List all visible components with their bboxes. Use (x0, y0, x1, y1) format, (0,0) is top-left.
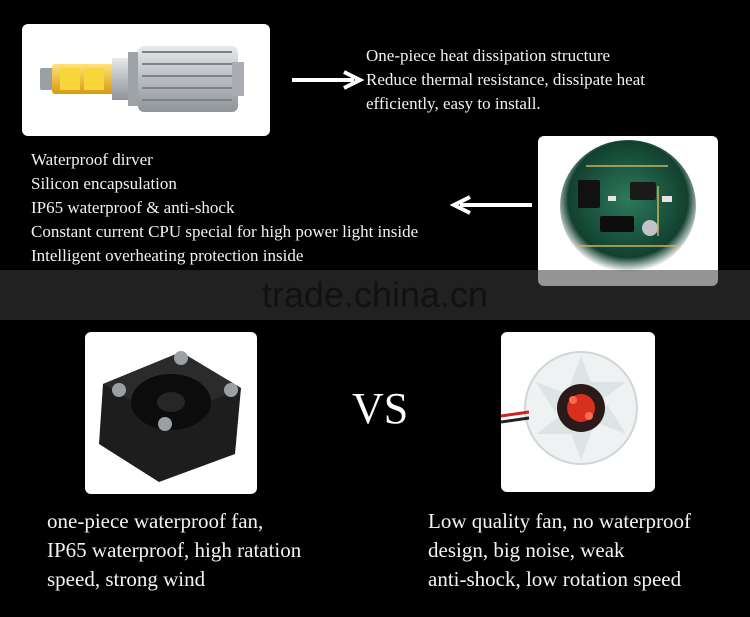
watermark-band: trade.china.cn (0, 270, 750, 320)
low-quality-fan-caption: Low quality fan, no waterproof design, b… (428, 507, 691, 594)
vs-label: VS (352, 384, 409, 433)
driver-features-text: Waterproof dirver Silicon encapsulation … (31, 148, 418, 268)
caption-line: one-piece waterproof fan, (47, 509, 264, 533)
watermark-text: trade.china.cn (261, 274, 489, 315)
led-bulb-illustration (40, 46, 244, 112)
driver-pcb-image (538, 136, 718, 286)
feature-line: Reduce thermal resistance, dissipate hea… (366, 70, 645, 89)
feature-line: Silicon encapsulation (31, 174, 177, 193)
feature-line: Intelligent overheating protection insid… (31, 246, 304, 265)
caption-line: design, big noise, weak (428, 538, 625, 562)
pcb-illustration (560, 140, 696, 272)
low-quality-fan-image (501, 332, 655, 492)
feature-line: Constant current CPU special for high po… (31, 222, 419, 241)
waterproof-fan-image (85, 332, 257, 494)
right-arrow-icon (292, 70, 365, 90)
left-arrow-icon (449, 195, 532, 215)
caption-line: Low quality fan, no waterproof (428, 509, 692, 533)
heat-dissipation-text: One-piece heat dissipation structure Red… (366, 44, 645, 116)
waterproof-fan-illustration (99, 351, 241, 482)
feature-line: efficiently, easy to install. (366, 94, 541, 113)
feature-line: One-piece heat dissipation structure (366, 46, 611, 65)
caption-line: anti-shock, low rotation speed (428, 567, 682, 591)
feature-line: Waterproof dirver (31, 150, 153, 169)
waterproof-fan-caption: one-piece waterproof fan, IP65 waterproo… (47, 507, 301, 594)
led-bulb-image (22, 24, 270, 136)
feature-line: IP65 waterproof & anti-shock (31, 198, 235, 217)
low-quality-fan-illustration (501, 351, 638, 465)
caption-line: speed, strong wind (47, 567, 206, 591)
caption-line: IP65 waterproof, high ratation (47, 538, 302, 562)
